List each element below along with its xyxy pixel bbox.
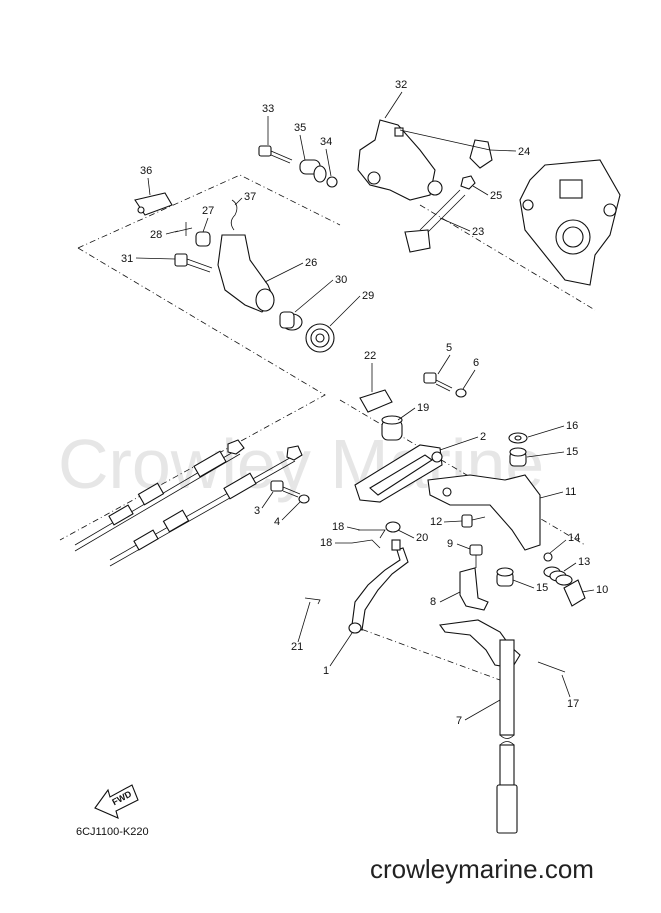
diagram-code: 6CJ1100-K220 (76, 826, 149, 838)
bush-19 (381, 415, 403, 441)
callout-4: 4 (274, 516, 280, 528)
callout-35: 35 (294, 122, 306, 134)
callout-19: 19 (417, 402, 429, 414)
pin-17 (537, 661, 566, 673)
callout-33: 33 (262, 103, 274, 115)
bolt-3 (270, 480, 301, 498)
callout-22: 22 (364, 350, 376, 362)
callout-30: 30 (335, 274, 347, 286)
callout-18-lower: 18 (320, 537, 332, 549)
callout-2: 2 (480, 431, 486, 443)
clip-18 (351, 529, 386, 549)
pin-21 (304, 597, 321, 605)
plug-10 (563, 579, 586, 607)
shift-rod-7 (496, 639, 518, 834)
washer-16 (508, 432, 528, 444)
spring-29 (305, 323, 335, 353)
callout-23: 23 (472, 226, 484, 238)
connector-36 (134, 192, 173, 216)
link-2 (354, 444, 443, 503)
callout-15-lower: 15 (536, 582, 548, 594)
clip-34 (326, 176, 338, 188)
bolt-31 (174, 253, 213, 273)
bolt-5 (423, 372, 453, 392)
callout-9: 9 (447, 538, 453, 550)
callout-29: 29 (362, 290, 374, 302)
throttle-cable (74, 439, 245, 552)
assembly-boundary-lines (59, 174, 596, 681)
callout-13: 13 (578, 556, 590, 568)
bush-15-upper (509, 447, 527, 467)
collar-30 (279, 311, 303, 331)
callout-7: 7 (456, 715, 462, 727)
rod-23 (404, 189, 466, 253)
bolt-33 (258, 145, 293, 164)
callout-10: 10 (596, 584, 608, 596)
bolt-12 (461, 514, 486, 528)
shift-cable (109, 445, 303, 567)
callout-21: 21 (291, 641, 303, 653)
callout-15-upper: 15 (566, 446, 578, 458)
ball-14 (543, 552, 553, 562)
callout-27: 27 (202, 205, 214, 217)
throttle-body (519, 159, 621, 286)
connector-22 (359, 389, 393, 413)
bush-15-lower (496, 567, 514, 587)
lever-26 (217, 234, 275, 313)
callout-8: 8 (430, 596, 436, 608)
callout-6: 6 (473, 357, 479, 369)
callout-16: 16 (566, 420, 578, 432)
bush-27 (195, 231, 211, 247)
callout-31: 31 (121, 253, 133, 265)
callout-32: 32 (395, 79, 407, 91)
nut-25 (460, 175, 476, 190)
bracket-8 (459, 567, 489, 611)
joint-24 (469, 139, 493, 169)
washer-4 (298, 494, 310, 504)
callout-28: 28 (150, 229, 162, 241)
callout-24: 24 (518, 146, 530, 158)
callout-1: 1 (323, 665, 329, 677)
callout-11: 11 (565, 486, 576, 498)
spring-37 (230, 199, 238, 231)
callout-25: 25 (490, 190, 502, 202)
callout-5: 5 (446, 342, 452, 354)
callout-12: 12 (430, 516, 442, 528)
callout-20: 20 (416, 532, 428, 544)
callout-labels: 33 35 34 32 24 25 23 36 37 27 28 31 26 3… (121, 79, 608, 727)
callout-37: 37 (244, 191, 256, 203)
callout-36: 36 (140, 165, 152, 177)
pin-28 (174, 222, 193, 236)
bolt-9 (469, 544, 483, 568)
bracket-32 (357, 119, 443, 201)
bracket-11 (427, 474, 541, 551)
washer-20 (385, 521, 401, 533)
site-url: crowleymarine.com (370, 854, 594, 884)
callout-34: 34 (320, 136, 332, 148)
cam-lever-1 (348, 539, 409, 634)
fwd-arrow-icon: FWD (94, 784, 139, 819)
spring-13 (543, 566, 573, 586)
callout-18-upper: 18 (332, 521, 344, 533)
collar-35 (299, 159, 327, 183)
washer-6 (455, 388, 467, 398)
callout-26: 26 (305, 257, 317, 269)
callout-14: 14 (568, 532, 580, 544)
callout-17: 17 (567, 698, 579, 710)
callout-3: 3 (254, 505, 260, 517)
